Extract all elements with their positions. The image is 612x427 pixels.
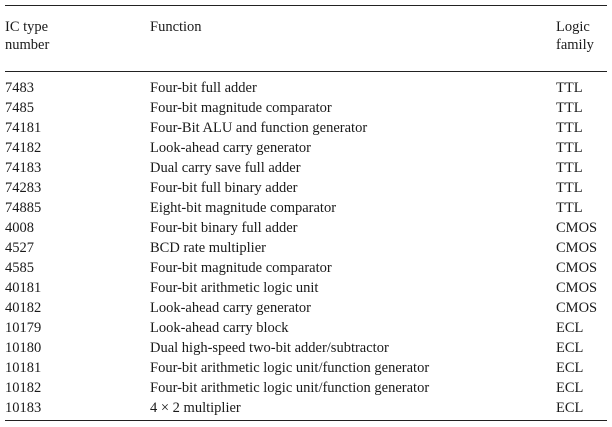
table-row: 74181 Four-Bit ALU and function generator… xyxy=(5,118,607,138)
ic-number-cell: 7483 xyxy=(5,80,34,96)
table-row: 40182 Look-ahead carry generator CMOS xyxy=(5,298,607,318)
function-cell: Four-Bit ALU and function generator xyxy=(150,120,368,136)
table-row: 10182 Four-bit arithmetic logic unit/func… xyxy=(5,378,607,398)
ic-number-cell: 10179 xyxy=(5,320,42,336)
function-cell: Four-bit full adder xyxy=(150,80,257,96)
header-function: Function xyxy=(150,18,450,36)
table-row: 74182 Look-ahead carry generator TTL xyxy=(5,138,607,158)
logic-family-cell: CMOS xyxy=(556,220,598,236)
function-cell: Four-bit binary full adder xyxy=(150,220,298,236)
ic-table: IC type number Function Logic family 748… xyxy=(5,5,607,421)
logic-family-cell: TTL xyxy=(556,120,583,136)
function-cell: Four-bit arithmetic logic unit xyxy=(150,280,319,296)
ic-number-cell: 74181 xyxy=(5,120,42,136)
function-cell: Eight-bit magnitude comparator xyxy=(150,200,337,216)
function-cell: Dual high-speed two-bit adder/subtractor xyxy=(150,340,389,356)
logic-family-cell: TTL xyxy=(556,80,583,96)
function-cell: Look-ahead carry generator xyxy=(150,140,312,156)
logic-family-cell: ECL xyxy=(556,340,584,356)
logic-family-cell: ECL xyxy=(556,400,584,416)
logic-family-cell: ECL xyxy=(556,320,584,336)
logic-family-cell: CMOS xyxy=(556,240,598,256)
table-row: 4585 Four-bit magnitude comparator CMOS xyxy=(5,258,607,278)
ic-number-cell: 10180 xyxy=(5,340,42,356)
header-ic-type: IC type number xyxy=(5,18,125,54)
table-row: 74183 Dual carry save full adder TTL xyxy=(5,158,607,178)
function-cell: Look-ahead carry generator xyxy=(150,300,312,316)
table-row: 7485 Four-bit magnitude comparator TTL xyxy=(5,98,607,118)
table-row: 74885 Eight-bit magnitude comparator TTL xyxy=(5,198,607,218)
table-row: 40181 Four-bit arithmetic logic unit CMOS xyxy=(5,278,607,298)
ic-number-cell: 4008 xyxy=(5,220,34,236)
ic-number-cell: 10182 xyxy=(5,380,42,396)
header-function-line1: Function xyxy=(150,19,202,35)
header-logic-family-line1: Logic xyxy=(556,19,590,35)
function-cell: Look-ahead carry block xyxy=(150,320,289,336)
ic-number-cell: 7485 xyxy=(5,100,34,116)
logic-family-cell: TTL xyxy=(556,140,583,156)
table-header: IC type number Function Logic family xyxy=(5,6,607,71)
header-logic-family-line2: family xyxy=(556,37,594,53)
logic-family-cell: ECL xyxy=(556,380,584,396)
table-row: 4527 BCD rate multiplier CMOS xyxy=(5,238,607,258)
function-cell: Dual carry save full adder xyxy=(150,160,301,176)
logic-family-cell: TTL xyxy=(556,160,583,176)
function-cell: Four-bit magnitude comparator xyxy=(150,260,332,276)
ic-number-cell: 74183 xyxy=(5,160,42,176)
logic-family-cell: CMOS xyxy=(556,260,598,276)
header-logic-family: Logic family xyxy=(556,18,611,54)
table-row: 10183 4 × 2 multiplier ECL xyxy=(5,398,607,418)
logic-family-cell: CMOS xyxy=(556,280,598,296)
top-rule xyxy=(5,5,607,6)
function-cell: Four-bit full binary adder xyxy=(150,180,298,196)
table-row: 4008 Four-bit binary full adder CMOS xyxy=(5,218,607,238)
ic-number-cell: 74885 xyxy=(5,200,42,216)
ic-number-cell: 74182 xyxy=(5,140,42,156)
header-ic-type-line2: number xyxy=(5,37,50,53)
logic-family-cell: TTL xyxy=(556,100,583,116)
ic-number-cell: 4585 xyxy=(5,260,34,276)
function-cell: Four-bit arithmetic logic unit/function … xyxy=(150,360,430,376)
header-ic-type-line1: IC type xyxy=(5,19,49,35)
table-row: 7483 Four-bit full adder TTL xyxy=(5,78,607,98)
bottom-rule xyxy=(5,420,607,421)
logic-family-cell: TTL xyxy=(556,180,583,196)
ic-number-cell: 10183 xyxy=(5,400,42,416)
ic-number-cell: 74283 xyxy=(5,180,42,196)
function-cell: Four-bit arithmetic logic unit/function … xyxy=(150,380,430,396)
ic-number-cell: 4527 xyxy=(5,240,34,256)
function-cell: BCD rate multiplier xyxy=(150,240,266,256)
logic-family-cell: ECL xyxy=(556,360,584,376)
logic-family-cell: CMOS xyxy=(556,300,598,316)
table-row: 74283 Four-bit full binary adder TTL xyxy=(5,178,607,198)
ic-number-cell: 40181 xyxy=(5,280,42,296)
logic-family-cell: TTL xyxy=(556,200,583,216)
ic-number-cell: 10181 xyxy=(5,360,42,376)
header-rule xyxy=(5,71,607,72)
ic-number-cell: 40182 xyxy=(5,300,42,316)
table-row: 10179 Look-ahead carry block ECL xyxy=(5,318,607,338)
table-row: 10181 Four-bit arithmetic logic unit/func… xyxy=(5,358,607,378)
function-cell: 4 × 2 multiplier xyxy=(150,400,241,416)
function-cell: Four-bit magnitude comparator xyxy=(150,100,332,116)
table-row: 10180 Dual high-speed two-bit adder/subtr… xyxy=(5,338,607,358)
